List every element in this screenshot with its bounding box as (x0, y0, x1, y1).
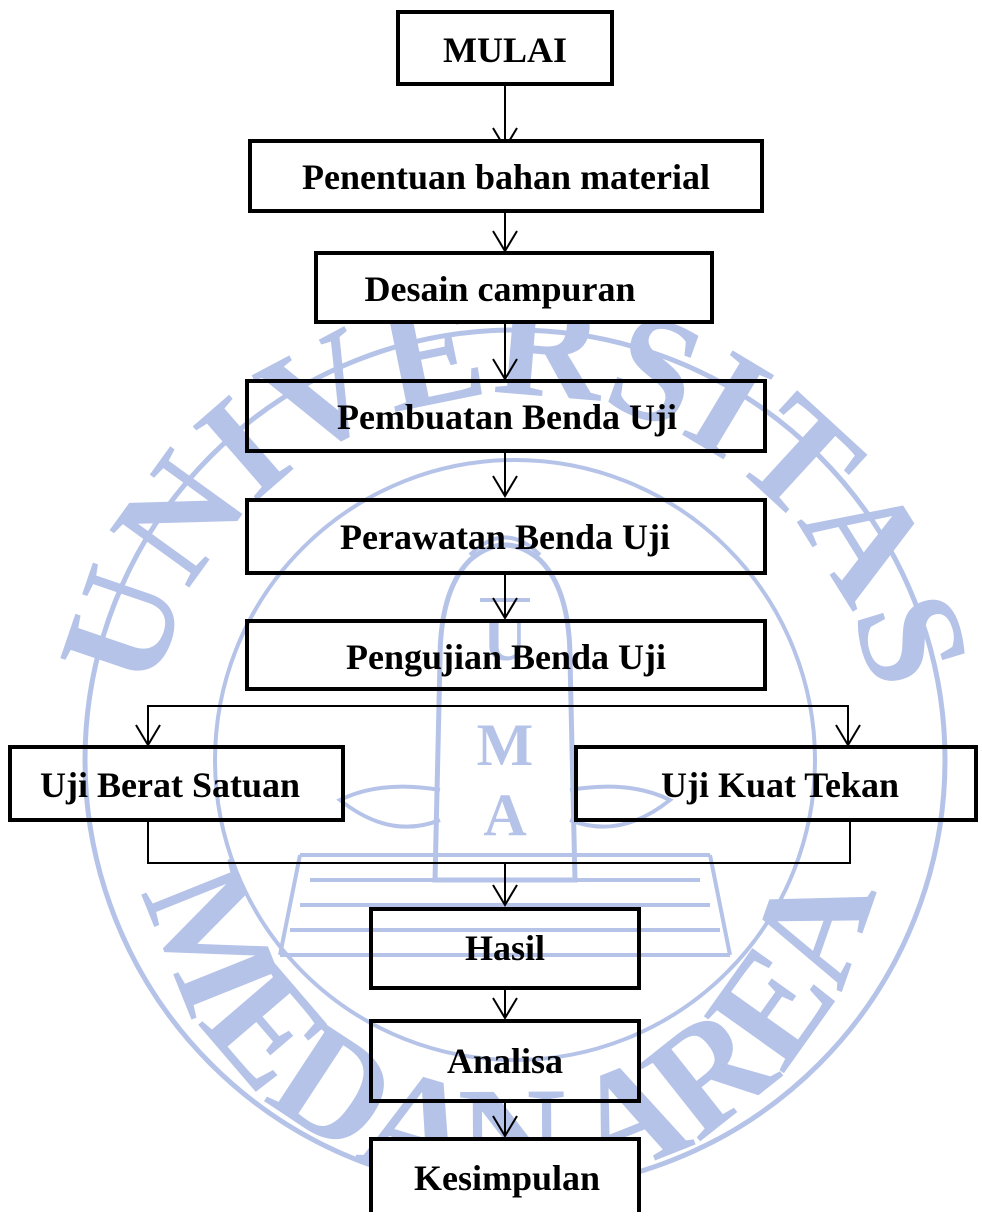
arrow-merge-result (492, 884, 518, 907)
node-testing: Pengujian Benda Uji (245, 619, 767, 691)
node-conclusion-label: Kesimpulan (414, 1158, 600, 1198)
node-mix-design: Desain campuran (314, 251, 714, 324)
node-result-label: Hasil (465, 928, 545, 968)
node-curing-box (245, 498, 767, 575)
arrow-fabrication-curing (492, 475, 518, 498)
node-result-box (369, 907, 641, 990)
watermark-wings (336, 784, 674, 829)
node-mix-design-label: Desain campuran (364, 269, 635, 309)
node-conclusion: Kesimpulan (369, 1137, 641, 1212)
arrow-result-analysis (492, 997, 518, 1020)
node-start-box (396, 10, 614, 86)
node-material-box (248, 139, 764, 213)
node-start-label: MULAI (443, 30, 567, 70)
node-unit-weight-box (8, 745, 345, 822)
node-start: MULAI (396, 10, 614, 86)
node-analysis-box (369, 1019, 641, 1103)
node-testing-box (245, 619, 767, 691)
node-material: Penentuan bahan material (248, 139, 764, 213)
node-analysis: Analisa (369, 1019, 641, 1103)
node-unit-weight-label: Uji Berat Satuan (40, 765, 300, 805)
watermark-letter-a: A (483, 782, 526, 848)
node-curing: Perawatan Benda Uji (245, 498, 767, 575)
node-analysis-label: Analisa (447, 1041, 563, 1081)
node-mix-design-box (314, 251, 714, 324)
node-compressive-label: Uji Kuat Tekan (661, 765, 899, 805)
node-fabrication-box (245, 379, 767, 453)
node-curing-label: Perawatan Benda Uji (340, 517, 670, 557)
node-testing-label: Pengujian Benda Uji (346, 637, 666, 677)
connector-testing-split (147, 705, 849, 745)
node-fabrication: Pembuatan Benda Uji (245, 379, 767, 453)
arrow-curing-testing (492, 597, 518, 620)
watermark-inner-ring (213, 458, 817, 1062)
watermark-emblem-column (432, 542, 578, 883)
arrow-analysis-conclusion (492, 1115, 518, 1138)
watermark-letter-m: M (477, 712, 534, 778)
connector-tests-merge (147, 820, 851, 864)
node-unit-weight: Uji Berat Satuan (8, 745, 345, 822)
node-compressive: Uji Kuat Tekan (574, 745, 978, 822)
node-result: Hasil (369, 907, 641, 990)
node-fabrication-label: Pembuatan Benda Uji (337, 397, 677, 437)
node-material-label: Penentuan bahan material (302, 157, 710, 197)
node-conclusion-box (369, 1137, 641, 1212)
node-compressive-box (574, 745, 978, 822)
